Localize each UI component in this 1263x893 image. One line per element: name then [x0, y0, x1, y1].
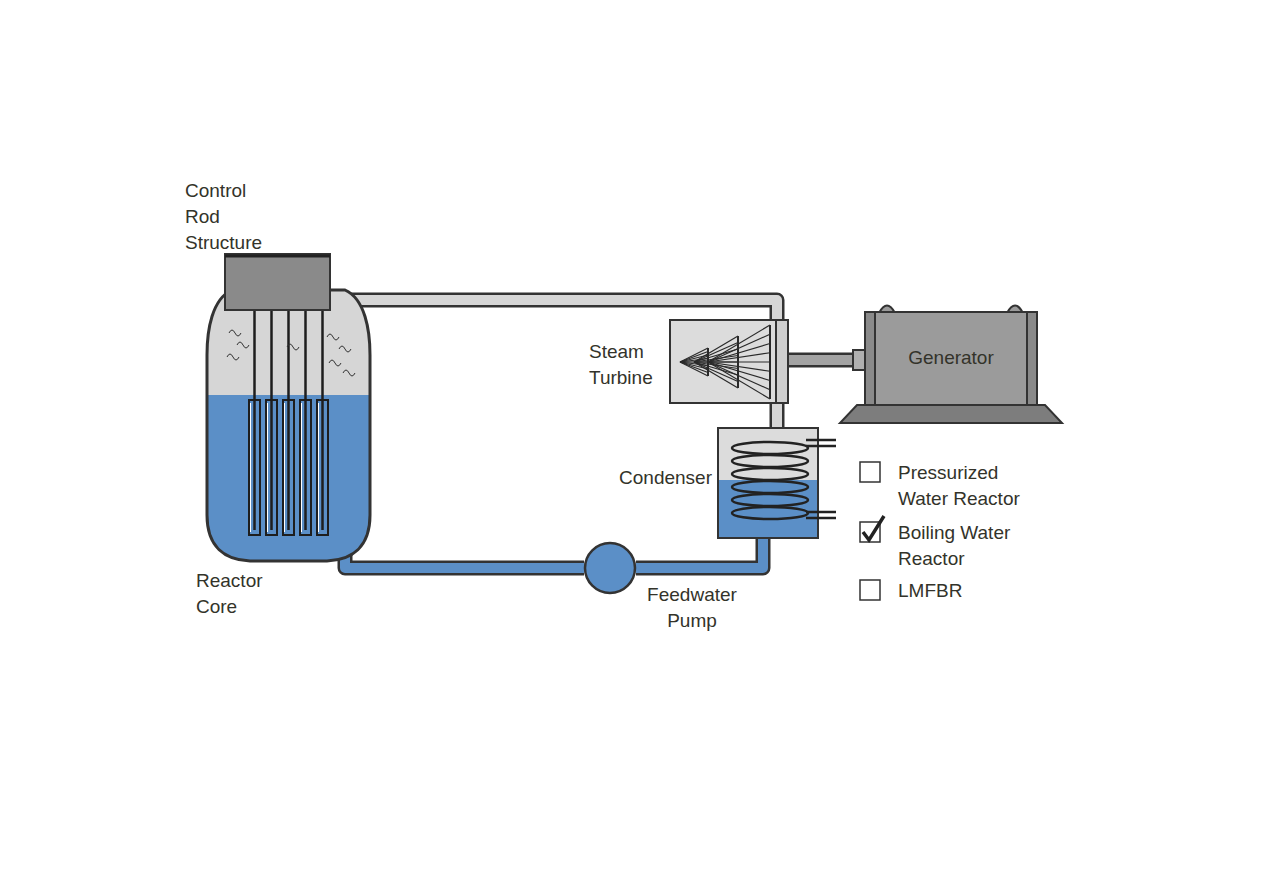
pipe-bore: [350, 300, 777, 320]
part-label: Reactor Core: [196, 568, 286, 620]
pump-casing: [585, 543, 635, 593]
rod-gap: [267, 403, 268, 532]
rod-gap: [318, 403, 319, 532]
turbine-casing: [670, 320, 788, 403]
steam-turbine-shape: [670, 320, 788, 403]
steam-pipe: [350, 300, 777, 320]
box-top: [225, 255, 330, 258]
cooling-coil: [732, 494, 808, 506]
turbine-blade: [708, 362, 770, 390]
control-rod: [287, 305, 290, 530]
part-label: Condenser: [604, 465, 712, 491]
turbine-blade: [708, 361, 770, 362]
control-rod-box: [225, 254, 330, 310]
turbine-blade: [708, 353, 770, 362]
checkbox: [860, 580, 880, 600]
cooling-coil: [732, 507, 808, 519]
pipe-wall: [770, 403, 785, 428]
coolant-pipe: [806, 445, 836, 448]
turbine-blade: [708, 334, 770, 362]
end-plate: [865, 312, 875, 405]
rod-gap: [250, 403, 251, 532]
part-label: Steam Turbine: [589, 339, 665, 391]
condensate: [719, 480, 817, 537]
checkbox: [860, 462, 880, 482]
control-rod: [304, 305, 307, 530]
steam-bubble: [327, 334, 339, 340]
feedwater-pump: Feedwater Pump: [584, 542, 636, 594]
control-rod: [270, 305, 273, 530]
reactor-vessel-shape: [207, 285, 370, 565]
option-label: Boiling Water Reactor: [898, 520, 1048, 572]
steam-bubble: [287, 344, 299, 350]
part-label: Feedwater Pump: [634, 582, 750, 634]
turbine-frame: [776, 320, 788, 403]
generator-base: [840, 405, 1062, 423]
coolant-pipe: [806, 517, 836, 520]
part-label: Control Rod Structure: [185, 178, 280, 256]
blade-rim: [769, 325, 771, 399]
turbine-blade: [708, 325, 770, 362]
pipe-wall: [350, 300, 777, 320]
control-rod-structure: Control Rod Structure: [225, 254, 330, 310]
cooling-coil: [732, 455, 808, 467]
feedwater-pump-shape: [584, 542, 636, 594]
pipe-bore: [345, 550, 584, 568]
turbine-blade: [708, 362, 770, 381]
coolant-pipe: [806, 511, 836, 514]
cooling-coil: [732, 468, 808, 480]
exhaust-pipe: [777, 403, 778, 428]
option-label: Pressurized Water Reactor: [898, 460, 1048, 512]
condensate-pipe: [636, 538, 763, 568]
cooling-coil: [732, 442, 808, 454]
steam-bubble: [237, 342, 249, 348]
end-plate: [1027, 312, 1037, 405]
cooling-coil: [732, 481, 808, 493]
reactor-vessel: Reactor Core: [207, 285, 370, 565]
check-mark: [863, 516, 884, 540]
control-rod: [321, 305, 324, 530]
condenser-shell: [718, 428, 818, 538]
coolant-pipe: [806, 439, 836, 442]
pipe-wall: [345, 550, 584, 568]
turbine-blade: [708, 344, 770, 363]
steam-bubble: [343, 370, 355, 376]
steam-bubble: [227, 354, 239, 360]
control-rod: [253, 305, 256, 530]
control-rod-structure-shape: [225, 254, 330, 310]
generator-body: [865, 312, 1037, 405]
condenser-box: Condenser: [718, 428, 818, 538]
turbine-blade: [708, 362, 770, 399]
part-label: Generator: [865, 345, 1037, 371]
rod-gap: [301, 403, 302, 532]
turbine-blade: [680, 348, 708, 362]
steam-bubble: [329, 360, 341, 366]
pipe-bore: [636, 538, 763, 568]
steam-bubble: [339, 346, 351, 352]
generator-box: Generator: [865, 312, 1037, 405]
pipe-bore: [772, 403, 782, 428]
rod-gap: [284, 403, 285, 532]
turbine-blade: [680, 362, 708, 376]
steam-bubble: [229, 330, 241, 336]
steam-turbine: Steam Turbine: [670, 320, 788, 403]
shaft-flange: [853, 350, 865, 370]
feedwater-pipe: [345, 550, 584, 568]
condenser-box-shape: [718, 428, 818, 538]
pipe-wall: [636, 538, 763, 568]
vessel-wall: [207, 290, 370, 561]
option-label: LMFBR: [898, 578, 1048, 604]
